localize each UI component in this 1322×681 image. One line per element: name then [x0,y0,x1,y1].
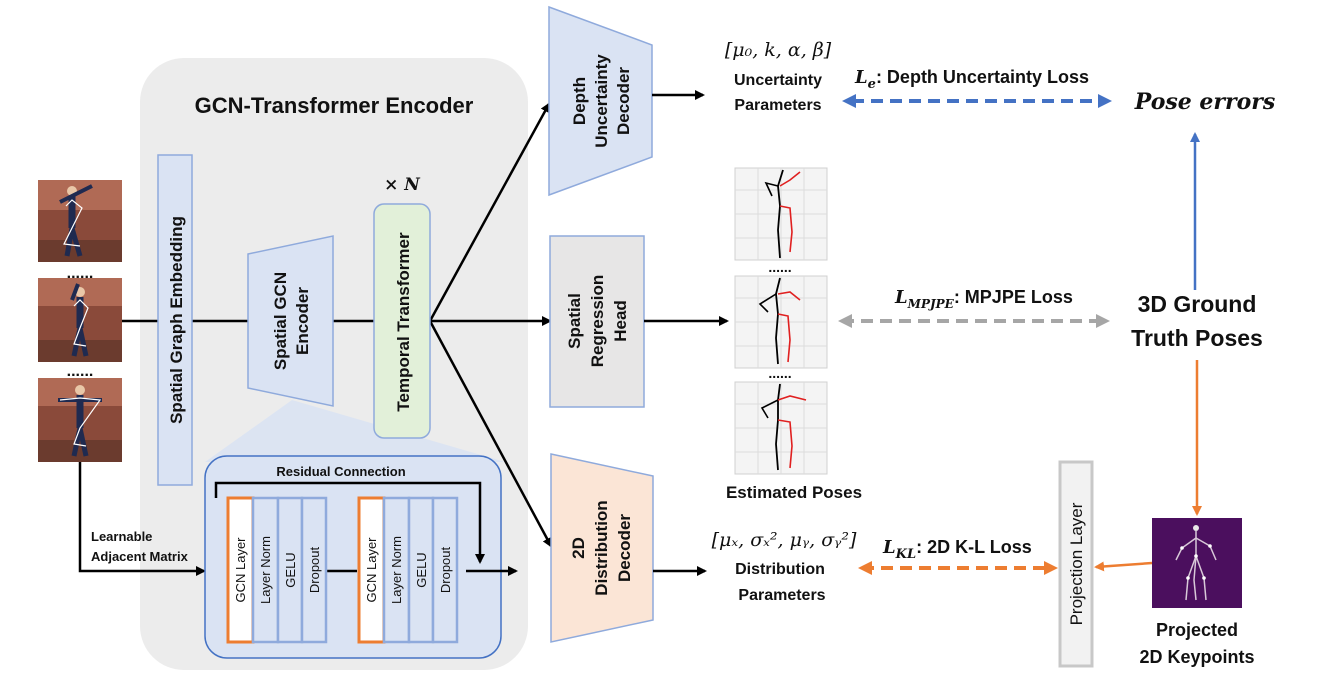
residual-connection-arrow [214,481,485,564]
mpjpe-loss-label: LMPJPE: MPJPE Loss [894,287,1073,311]
distribution-params-label-2: Parameters [738,587,825,604]
mpjpe-loss-subscript: MPJPE [907,297,955,311]
projection-layer-block [1058,460,1094,668]
uncertainty-params-formula: [μ₀, k, α, β] [725,39,832,61]
kl-loss-label: LKL: 2D K-L Loss [882,537,1032,562]
estimated-poses-label: Estimated Poses [726,483,862,502]
spatial-gcn-encoder-block [247,235,334,407]
pose-plot [734,167,828,261]
adjacency-arrow [78,462,206,576]
input-ellipsis: ...... [67,265,94,282]
temporal-transformer-label: Temporal Transformer [394,232,413,412]
arrow-to-depth-decoder [428,102,551,322]
ground-truth-label-2: Truth Poses [1131,325,1263,351]
pose-plot [734,381,828,475]
estimated-pose-plots: ...... ...... [734,167,828,475]
depth-uncertainty-decoder-block [548,5,653,197]
spatial-gcn-encoder-label-2: Encoder [293,287,312,355]
gelu-label: GELU [283,552,298,587]
projected-keypoints-image [1152,518,1242,608]
estimated-poses-ellipsis: ...... [768,365,791,381]
zoom-wedge [205,400,505,462]
depth-decoder-label-1: Depth [570,77,589,125]
depth-loss-label: Le: Depth Uncertainty Loss [854,67,1089,92]
arrow-to-projection-layer [1094,561,1153,572]
input-frame [38,278,122,362]
mpjpe-loss-text: : MPJPE Loss [954,287,1073,307]
distribution-params-label-1: Distribution [735,561,825,578]
dropout-layer [300,496,328,644]
distribution-params-formula: [μₓ, σₓ², μᵧ, σᵧ²] [712,529,857,551]
dropout-label: Dropout [438,546,453,593]
dropout-label: Dropout [307,546,322,593]
distribution-decoder-label-3: Decoder [615,514,634,582]
spatial-gcn-encoder-label-1: Spatial GCN [271,272,290,370]
spatial-graph-embedding-label: Spatial Graph Embedding [167,216,186,424]
pose-plot [734,275,828,369]
layer-norm-label: Layer Norm [258,536,273,604]
residual-connection-label: Residual Connection [276,464,405,479]
repeat-label: × N [384,175,421,195]
regression-head-label-3: Head [611,300,630,342]
pose-errors-label: Pose errors [1134,89,1276,115]
gelu-layer [407,496,435,644]
depth-decoder-label-3: Decoder [614,67,633,135]
mpjpe-loss-symbol: L [894,287,908,308]
kl-loss-text: : 2D K-L Loss [916,537,1032,557]
gcn-layer-label: GCN Layer [364,537,379,603]
gcn-layer-label: GCN Layer [233,537,248,603]
distribution-decoder-block [550,453,654,643]
depth-loss-text: : Depth Uncertainty Loss [876,67,1089,87]
depth-loss-symbol: L [854,67,868,88]
estimated-poses-ellipsis: ...... [768,259,791,275]
input-ellipsis: ...... [67,363,94,380]
layer-norm [382,496,411,644]
arrow-to-distribution-decoder [428,320,553,548]
learnable-label-2: Adjacent Matrix [91,549,189,564]
distribution-decoder-label-1: 2D [569,537,588,559]
temporal-transformer-block [373,203,431,439]
distribution-decoder-label-2: Distribution [592,500,611,595]
learnable-label-1: Learnable [91,529,152,544]
regression-head-label-1: Spatial [565,293,584,349]
projected-keypoints-label-2: 2D Keypoints [1139,647,1254,667]
depth-decoder-label-2: Uncertainty [592,54,611,148]
input-frame [38,180,122,262]
projected-keypoints-label-1: Projected [1156,620,1238,640]
ground-truth-label-1: 3D Ground [1138,291,1257,317]
projection-layer-label: Projection Layer [1067,502,1086,625]
spatial-regression-head-block [549,235,645,408]
gelu-label: GELU [414,552,429,587]
uncertainty-params-label-1: Uncertainty [734,72,822,89]
kl-loss-symbol: L [882,537,896,558]
kl-loss-subscript: KL [895,547,916,562]
encoder-title: GCN-Transformer Encoder [195,93,474,118]
input-frame [38,378,122,462]
layer-norm-label: Layer Norm [389,536,404,604]
regression-head-label-2: Regression [588,275,607,368]
depth-loss-subscript: e [868,77,876,92]
input-frames: ...... ...... [38,180,122,462]
uncertainty-params-label-2: Parameters [734,97,821,114]
spatial-graph-embedding-block [157,154,193,486]
dropout-layer [431,496,459,644]
